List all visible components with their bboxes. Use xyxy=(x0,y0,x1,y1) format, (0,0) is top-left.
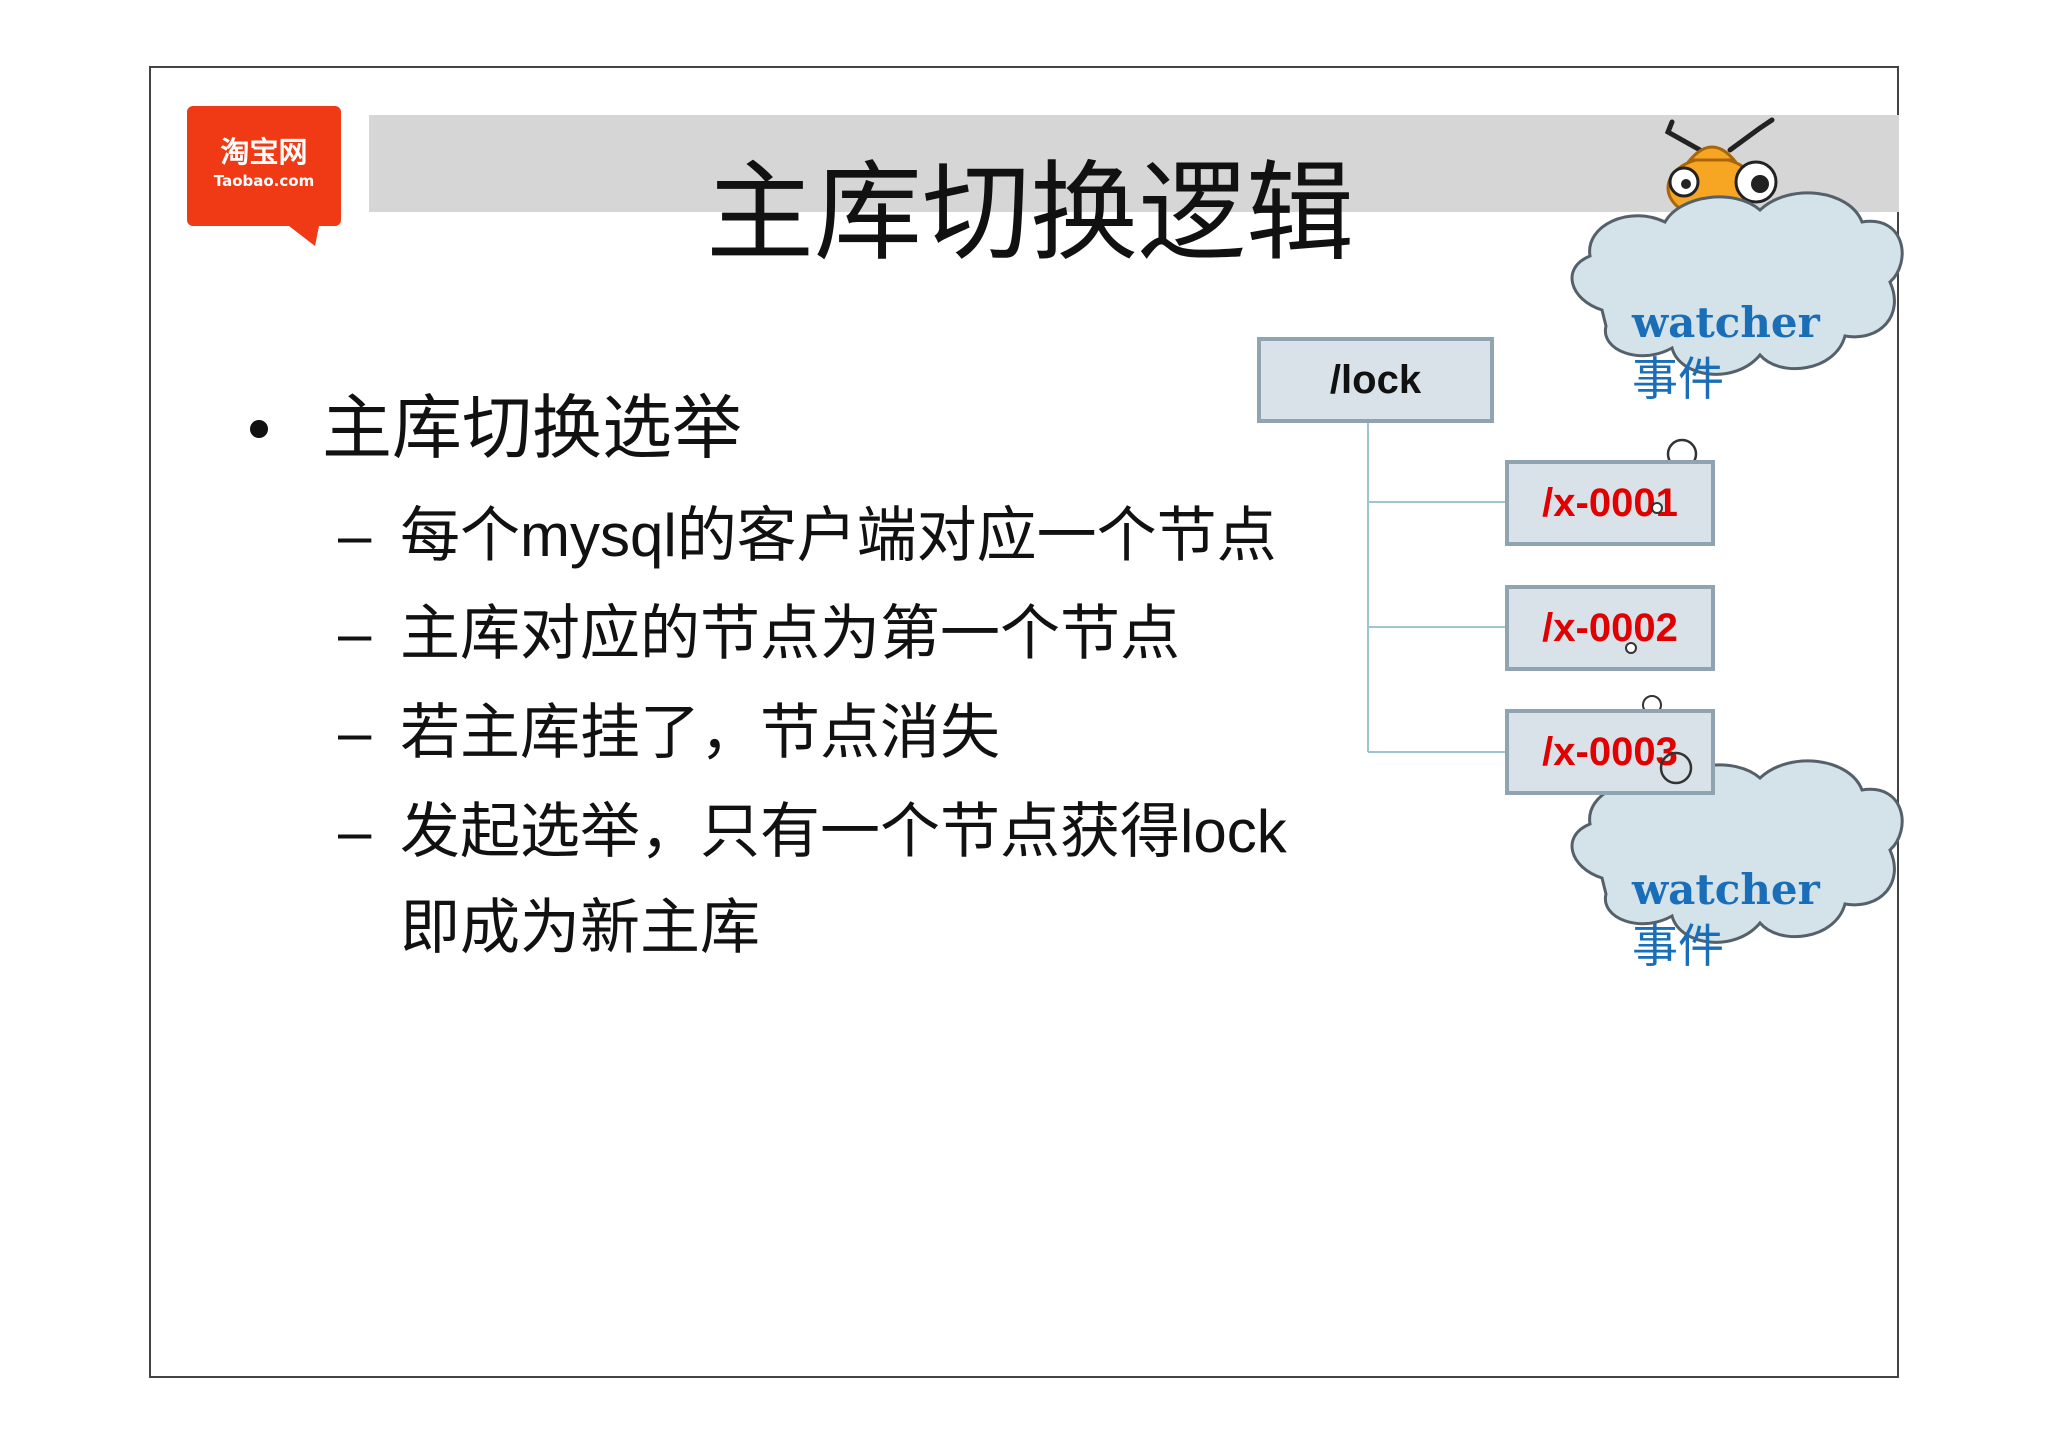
node-x-0002: /x-0002 xyxy=(1505,585,1715,671)
logo-subtitle: Taobao.com xyxy=(213,172,315,190)
sub-bullet-3: –若主库挂了，节点消失 xyxy=(338,698,1000,768)
node-x-0003: /x-0003 xyxy=(1505,709,1715,795)
bullet-dot xyxy=(250,420,268,438)
title-band xyxy=(369,115,1899,212)
sub-bullet-2: –主库对应的节点为第一个节点 xyxy=(338,599,1180,669)
cloud-2-line1: watcher xyxy=(1632,865,1820,914)
sub-bullet-4-continuation: 即成为新主库 xyxy=(400,893,760,963)
tree-connectors xyxy=(1367,423,1505,753)
page-title: 主库切换逻辑 xyxy=(705,151,1354,276)
sub-bullet-1: –每个mysql的客户端对应一个节点 xyxy=(338,501,1277,571)
cloud-2-line2: 事件 xyxy=(1632,919,1724,973)
node-x-0001: /x-0001 xyxy=(1505,460,1715,546)
logo-name: 淘宝网 xyxy=(220,135,308,169)
cloud-1-line1: watcher xyxy=(1632,298,1820,347)
watcher-cloud-1 xyxy=(1570,191,1904,376)
cloud-1-line2: 事件 xyxy=(1632,352,1724,406)
sub-bullet-4: –发起选举，只有一个节点获得lock xyxy=(338,797,1287,867)
bullet-main: 主库切换选举 xyxy=(322,387,742,469)
node-lock: /lock xyxy=(1257,337,1494,423)
